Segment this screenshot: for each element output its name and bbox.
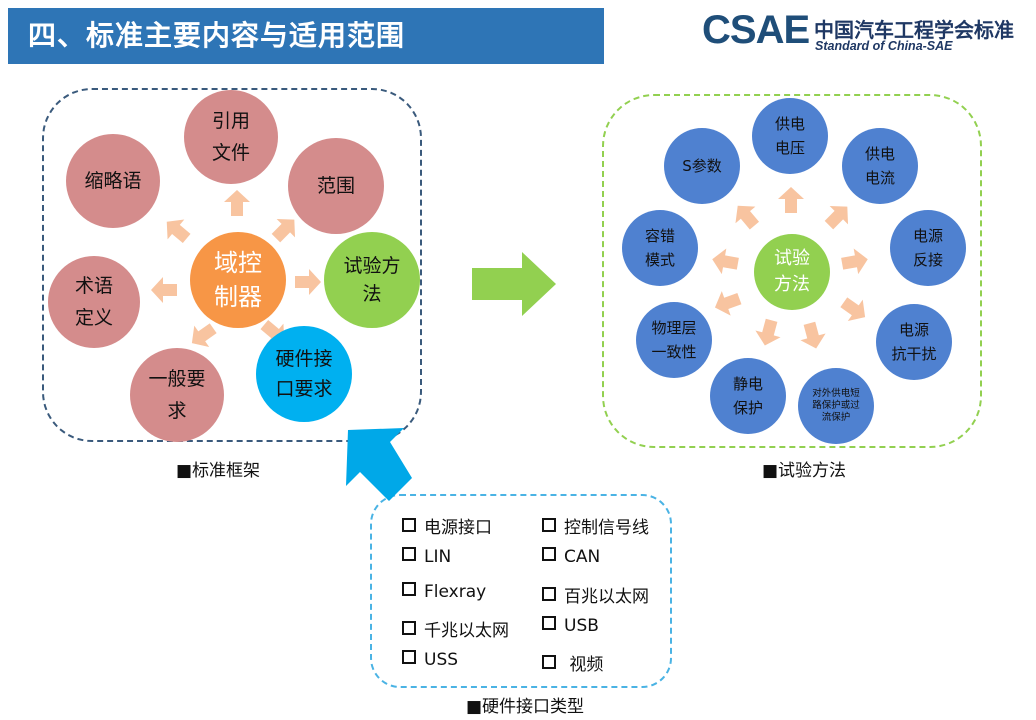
node-supply-voltage: 供电 电压 (752, 98, 828, 174)
checkbox-icon (402, 650, 416, 664)
checkbox-icon (402, 518, 416, 532)
node-reverse-polarity: 电源 反接 (890, 210, 966, 286)
interfaces-frame (370, 494, 672, 688)
logo-chinese-text: 中国汽车工程学会标准 (814, 18, 1014, 42)
csae-logo: CSAE 中国汽车工程学会标准 Standard of China-SAE (702, 8, 1032, 56)
test-methods-frame (602, 94, 982, 448)
page-title: 四、标准主要内容与适用范围 (28, 19, 406, 52)
checkbox-icon (542, 547, 556, 561)
interface-item: 电源接口 (402, 513, 492, 538)
checkbox-icon (542, 616, 556, 630)
checkbox-icon (542, 655, 556, 669)
interface-item: 视频 (542, 650, 603, 675)
node-physical-layer: 物理层 一致性 (636, 302, 712, 378)
interface-item: 控制信号线 (542, 513, 649, 538)
logo-mark: CSAE (702, 8, 810, 52)
node-test-method: 试验方 法 (324, 232, 420, 328)
node-scope: 范围 (288, 138, 384, 234)
center-test-method: 试验 方法 (754, 234, 830, 310)
framework-frame (42, 88, 422, 442)
interface-item: Flexray (402, 582, 486, 602)
framework-caption: ■标准框架 (176, 461, 261, 481)
node-terms-definitions: 术语 定义 (48, 256, 140, 348)
node-short-circuit-protection: 对外供电短 路保护或过 流保护 (798, 368, 874, 444)
logo-english-text: Standard of China-SAE (815, 39, 953, 53)
node-power-interference: 电源 抗干扰 (876, 304, 952, 380)
interfaces-caption: ■硬件接口类型 (466, 697, 585, 717)
checkbox-icon (402, 621, 416, 635)
interface-item: LIN (402, 547, 451, 567)
center-domain-controller: 域控 制器 (190, 232, 286, 328)
checkbox-icon (402, 547, 416, 561)
test-methods-caption: ■试验方法 (762, 461, 847, 481)
node-s-parameters: S参数 (664, 128, 740, 204)
node-general-requirements: 一般要 求 (130, 348, 224, 442)
checkbox-icon (542, 518, 556, 532)
checkbox-icon (402, 582, 416, 596)
checkbox-icon (542, 587, 556, 601)
interface-item: 百兆以太网 (542, 582, 649, 607)
title-bar: 四、标准主要内容与适用范围 (8, 8, 604, 64)
node-hardware-interface: 硬件接 口要求 (256, 326, 352, 422)
interface-item: USS (402, 650, 458, 670)
node-abbreviations: 缩略语 (66, 134, 160, 228)
node-esd-protection: 静电 保护 (710, 358, 786, 434)
node-references: 引用 文件 (184, 90, 278, 184)
node-fault-tolerance: 容错 模式 (622, 210, 698, 286)
big-green-arrow-icon (472, 252, 556, 316)
interface-item: CAN (542, 547, 600, 567)
interface-item: 千兆以太网 (402, 616, 509, 641)
node-supply-current: 供电 电流 (842, 128, 918, 204)
interface-item: USB (542, 616, 599, 636)
